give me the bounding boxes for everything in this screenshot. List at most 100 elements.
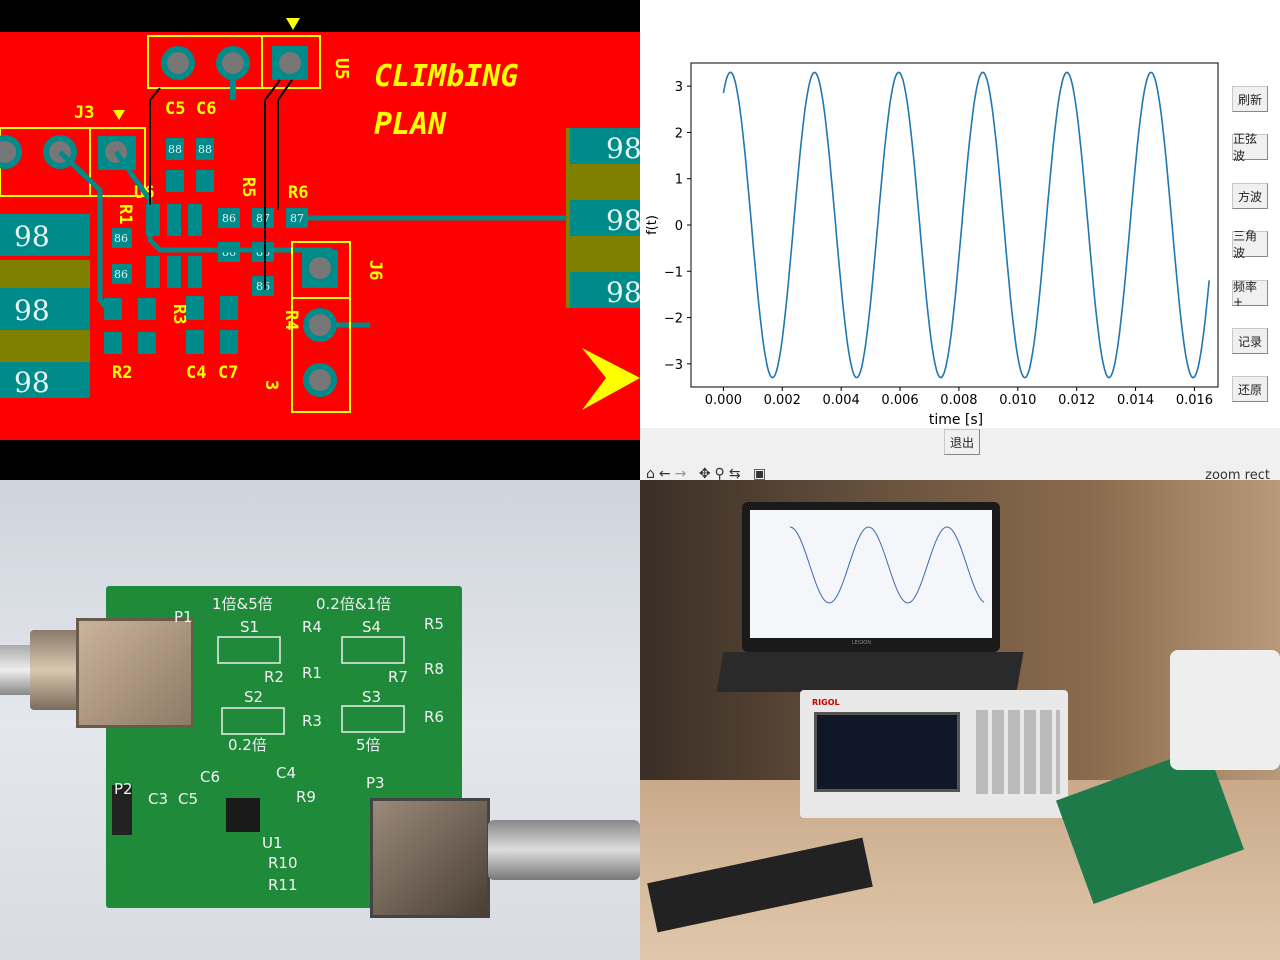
silk-label: S1 bbox=[240, 618, 259, 636]
silk-label: S2 bbox=[244, 688, 263, 706]
exit-button[interactable]: 退出 bbox=[944, 429, 980, 455]
silk-label: R3 bbox=[302, 712, 322, 730]
home-icon[interactable]: ⌂ bbox=[646, 466, 659, 480]
configure-icon[interactable]: ⇆ bbox=[728, 466, 745, 480]
y-tick-label: −3 bbox=[664, 358, 683, 373]
wave-button-5[interactable]: 记录 bbox=[1232, 328, 1268, 354]
y-tick-label: 2 bbox=[675, 126, 683, 141]
pad-text: 88 bbox=[198, 143, 212, 156]
pcb-title-line1: CLIMbING bbox=[374, 59, 519, 94]
x-tick-label: 0.016 bbox=[1176, 393, 1213, 408]
generator-screen bbox=[814, 712, 960, 792]
generator-brand: RIGOL bbox=[812, 698, 840, 707]
pad-text: 98 bbox=[14, 366, 50, 399]
label-c7: C7 bbox=[218, 363, 238, 383]
silk-label: S3 bbox=[362, 688, 381, 706]
header-p2 bbox=[112, 785, 132, 835]
ic-u1 bbox=[226, 798, 260, 832]
pin1-marker bbox=[286, 18, 300, 30]
label-r5: R5 bbox=[238, 177, 258, 197]
y-axis-label: f(t) bbox=[645, 215, 660, 235]
silk-label: R1 bbox=[302, 664, 322, 682]
wave-button-3[interactable]: 三角波 bbox=[1232, 229, 1268, 260]
pcb-layout-drawing: U5 CLIMbING PLAN J3 C5 C6 U6 R5 R6 R1 R3… bbox=[0, 18, 640, 440]
silk-label: 1倍&5倍 bbox=[212, 595, 273, 613]
label-u5: U5 bbox=[331, 58, 352, 80]
pad-text: 87 bbox=[256, 212, 270, 225]
label-c6: C6 bbox=[196, 99, 216, 119]
pad-text: 86 bbox=[222, 212, 236, 225]
label-pin3: 3 bbox=[261, 380, 281, 390]
oscilloscope bbox=[1170, 650, 1280, 770]
y-tick-label: −2 bbox=[664, 312, 683, 327]
x-tick-label: 0.014 bbox=[1117, 393, 1154, 408]
y-tick-label: −1 bbox=[664, 265, 683, 280]
wave-button-6[interactable]: 还原 bbox=[1232, 376, 1268, 402]
pad-text: 98 bbox=[14, 220, 50, 253]
generator-keypad bbox=[976, 710, 1060, 794]
save-icon[interactable]: ▣ bbox=[753, 466, 771, 480]
x-tick-label: 0.010 bbox=[999, 393, 1036, 408]
y-tick-label: 0 bbox=[675, 219, 683, 234]
laptop-screen bbox=[750, 510, 992, 638]
pad-text: 86 bbox=[114, 268, 128, 281]
silk-label: R7 bbox=[388, 668, 408, 686]
pan-icon[interactable]: ✥ bbox=[698, 466, 715, 480]
wave-button-4[interactable]: 频率+ bbox=[1232, 280, 1268, 309]
label-r2: R2 bbox=[112, 363, 132, 383]
silk-label: R11 bbox=[268, 876, 298, 894]
silk-label: C6 bbox=[200, 768, 220, 786]
pad-text: 98 bbox=[606, 276, 640, 309]
silk-label: R6 bbox=[424, 708, 444, 726]
plot-frame bbox=[690, 62, 1219, 388]
pad-text: 98 bbox=[606, 132, 640, 165]
x-tick-label: 0.002 bbox=[764, 393, 801, 408]
laptop-brand: LEGION bbox=[852, 640, 871, 646]
silk-label: P1 bbox=[174, 608, 193, 626]
arrow-marker bbox=[582, 348, 640, 410]
y-tick-label: 1 bbox=[675, 173, 683, 188]
screen-waveform bbox=[789, 526, 985, 604]
silk-label: R10 bbox=[268, 854, 298, 872]
wave-button-0[interactable]: 刷新 bbox=[1232, 86, 1268, 112]
toolbar-status: zoom rect bbox=[1205, 468, 1270, 480]
screen-plot bbox=[789, 526, 985, 604]
silk-label: R5 bbox=[424, 615, 444, 633]
label-r1: R1 bbox=[115, 204, 135, 224]
pcb-layout-image: U5 CLIMbING PLAN J3 C5 C6 U6 R5 R6 R1 R3… bbox=[0, 0, 640, 480]
pad-text: 86 bbox=[114, 232, 128, 245]
y-tick-label: 3 bbox=[675, 80, 683, 95]
silk-label: P3 bbox=[366, 774, 385, 792]
j6-outline bbox=[291, 241, 351, 413]
zoom-icon[interactable]: ⚲ bbox=[714, 466, 729, 480]
wave-button-2[interactable]: 方波 bbox=[1232, 183, 1268, 209]
x-tick-label: 0.012 bbox=[1058, 393, 1095, 408]
silk-label: R9 bbox=[296, 788, 316, 806]
x-tick-label: 0.006 bbox=[881, 393, 918, 408]
pad-text: 87 bbox=[290, 212, 304, 225]
pcb-photo: 1倍&5倍 0.2倍&1倍 S1 R4 S4 R5 P1 R2 R1 R7 R8… bbox=[0, 480, 640, 960]
silk-label: S4 bbox=[362, 618, 381, 636]
signal-generator: RIGOL bbox=[800, 690, 1068, 818]
pad-text: 98 bbox=[14, 294, 50, 327]
label-c4: C4 bbox=[186, 363, 206, 383]
pad-text: 98 bbox=[606, 204, 640, 237]
lab-bench-photo: LEGION RIGOL bbox=[640, 480, 1280, 960]
silk-label: R2 bbox=[264, 668, 284, 686]
series-line bbox=[722, 71, 1210, 379]
back-icon[interactable]: ← bbox=[658, 466, 675, 480]
label-r6: R6 bbox=[288, 183, 308, 203]
silk-label: 0.2倍 bbox=[228, 736, 267, 754]
pad-text: 86 bbox=[256, 280, 270, 293]
silk-label: 0.2倍&1倍 bbox=[316, 595, 391, 613]
label-r3: R3 bbox=[169, 304, 189, 324]
matplotlib-toolbar: ⌂←→ ✥⚲⇆ ▣ bbox=[646, 466, 770, 480]
label-c5: C5 bbox=[165, 99, 185, 119]
wave-button-1[interactable]: 正弦波 bbox=[1232, 132, 1268, 163]
bnc-nut-left bbox=[30, 630, 80, 710]
bnc-cable-right bbox=[488, 820, 640, 880]
silk-label: R8 bbox=[424, 660, 444, 678]
forward-icon[interactable]: → bbox=[674, 466, 691, 480]
